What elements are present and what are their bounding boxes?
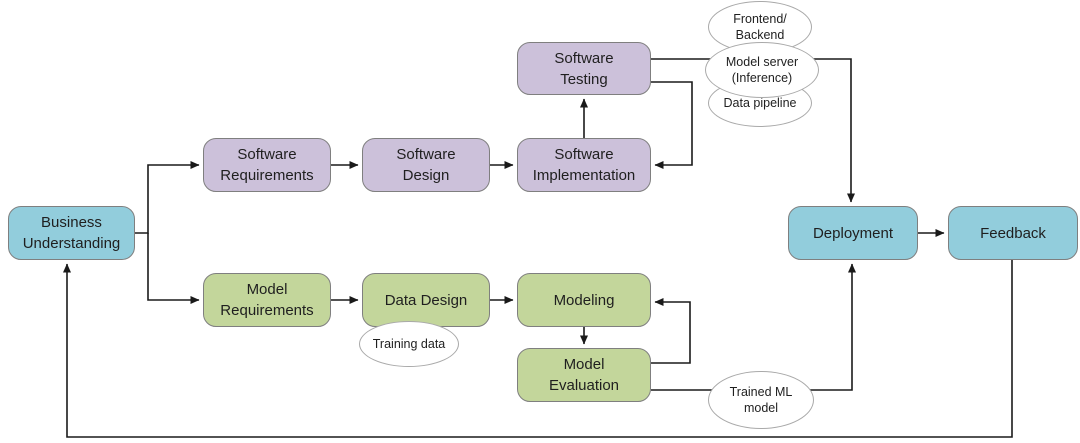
node-feedback: Feedback bbox=[948, 206, 1078, 260]
arrow-business-to-model-requirements bbox=[147, 233, 200, 304]
ellipse-trained-ml-model: Trained ML model bbox=[708, 371, 814, 429]
arrow-feedback-back-to-business-understanding bbox=[63, 260, 1013, 438]
arrow-software-testing-back-to-implementation bbox=[651, 81, 693, 169]
node-deployment: Deployment bbox=[788, 206, 918, 260]
arrow-model-evaluation-back-to-modeling bbox=[651, 298, 691, 364]
node-software-design: Software Design bbox=[362, 138, 490, 192]
ellipse-training-data: Training data bbox=[359, 321, 459, 367]
ellipse-frontend-backend: Frontend/ Backend bbox=[708, 1, 812, 53]
node-software-testing: Software Testing bbox=[517, 42, 651, 95]
ellipse-model-server: Model server (Inference) bbox=[705, 42, 819, 98]
node-data-design: Data Design bbox=[362, 273, 490, 327]
node-software-requirements: Software Requirements bbox=[203, 138, 331, 192]
node-modeling: Modeling bbox=[517, 273, 651, 327]
node-model-requirements: Model Requirements bbox=[203, 273, 331, 327]
node-model-evaluation: Model Evaluation bbox=[517, 348, 651, 402]
node-business-understanding: Business Understanding bbox=[8, 206, 135, 260]
node-software-implementation: Software Implementation bbox=[517, 138, 651, 192]
arrow-business-to-software-requirements bbox=[135, 161, 200, 234]
